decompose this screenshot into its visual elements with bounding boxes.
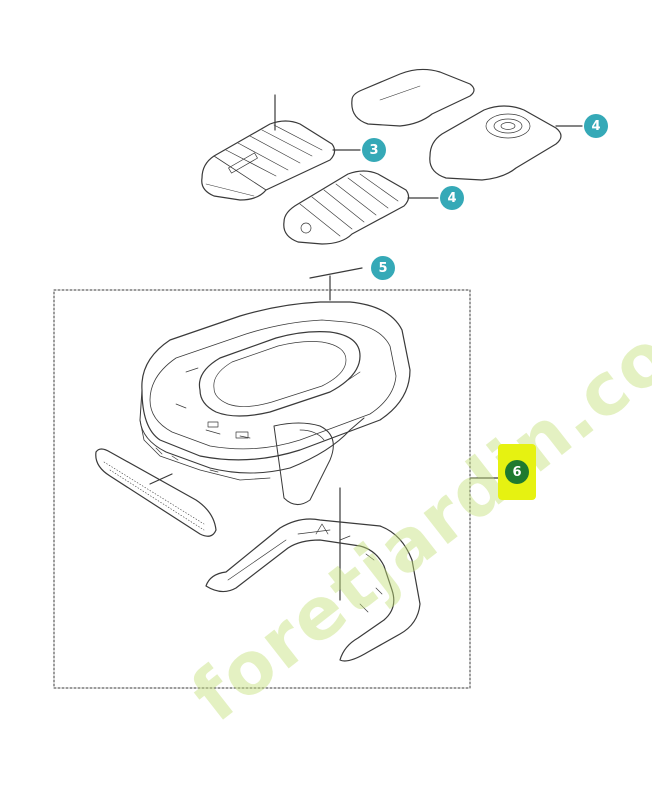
part-4-cover-right — [429, 105, 583, 181]
callout-4-top: 4 — [584, 114, 608, 138]
part-3-hatch-cover — [201, 120, 361, 201]
callout-4-lower: 4 — [440, 186, 464, 210]
part-4-hatch-lower — [283, 170, 439, 245]
kit-badge-6: 6 — [498, 444, 536, 500]
part-4-cover-upper — [351, 68, 475, 127]
callout-6: 6 — [505, 460, 529, 484]
chassis-body — [139, 301, 411, 505]
callout-3: 3 — [362, 138, 386, 162]
front-bumper-strip — [95, 448, 217, 537]
lower-shell — [205, 487, 421, 662]
callout-5: 5 — [371, 256, 395, 280]
kit-frame — [53, 289, 471, 689]
leader-line-5 — [309, 267, 363, 279]
